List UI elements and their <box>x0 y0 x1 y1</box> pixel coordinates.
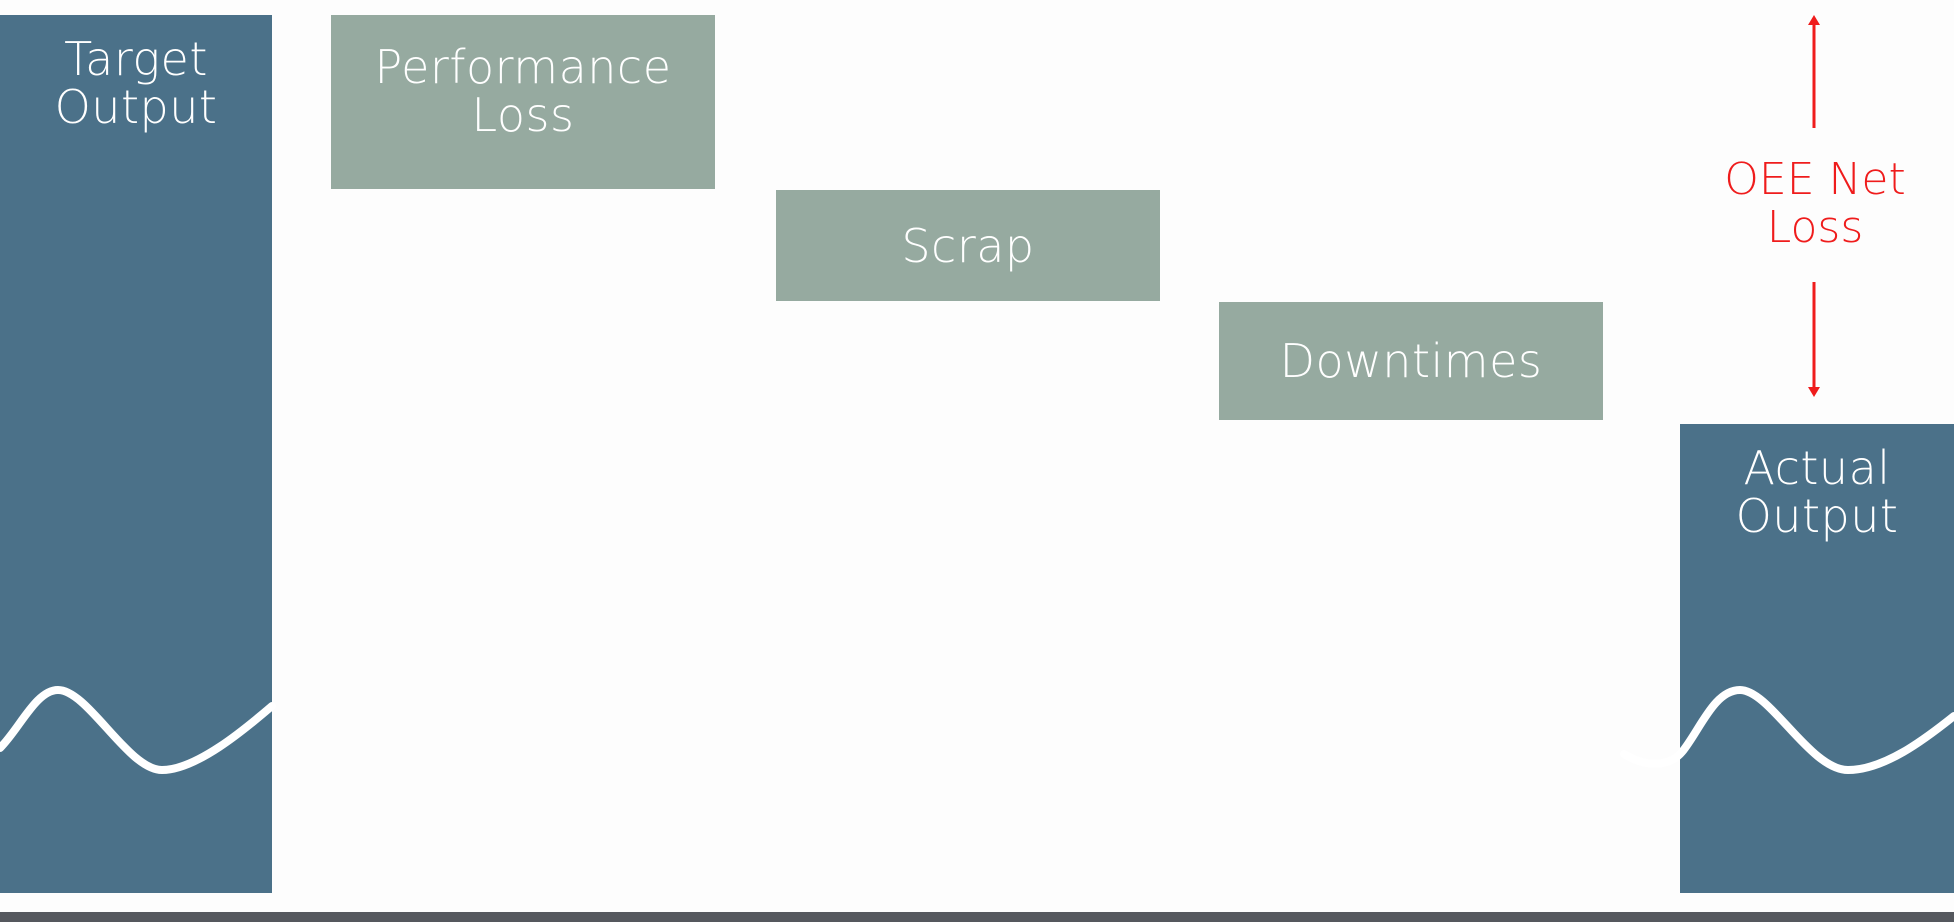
downtimes-label: Downtimes <box>1279 334 1543 388</box>
scrap-label: Scrap <box>901 218 1035 273</box>
performance-loss-bar: Performance Loss <box>331 15 715 189</box>
performance-loss-label-line-2: Loss <box>471 88 575 142</box>
oee-net-loss-label-line-2: Loss <box>1766 202 1864 253</box>
performance-loss-label-line-1: Performance <box>374 40 672 94</box>
target-output-label: Target Output <box>0 15 272 131</box>
target-output-label-line-2: Output <box>54 80 218 134</box>
target-output-label-line-1: Target <box>64 32 208 86</box>
scrap-bar: Scrap <box>776 190 1160 301</box>
performance-loss-label: Performance Loss <box>331 15 715 139</box>
oee-net-loss-label: OEE Net Loss <box>1690 156 1940 252</box>
downtimes-bar: Downtimes <box>1219 302 1603 420</box>
target-output-bar: Target Output <box>0 15 272 893</box>
actual-output-label-line-1: Actual <box>1743 441 1891 495</box>
actual-output-bar: Actual Output <box>1680 424 1954 893</box>
actual-output-label: Actual Output <box>1680 424 1954 540</box>
bottom-strip <box>0 912 1954 922</box>
oee-net-loss-label-line-1: OEE Net <box>1724 154 1906 205</box>
actual-output-label-line-2: Output <box>1735 489 1899 543</box>
